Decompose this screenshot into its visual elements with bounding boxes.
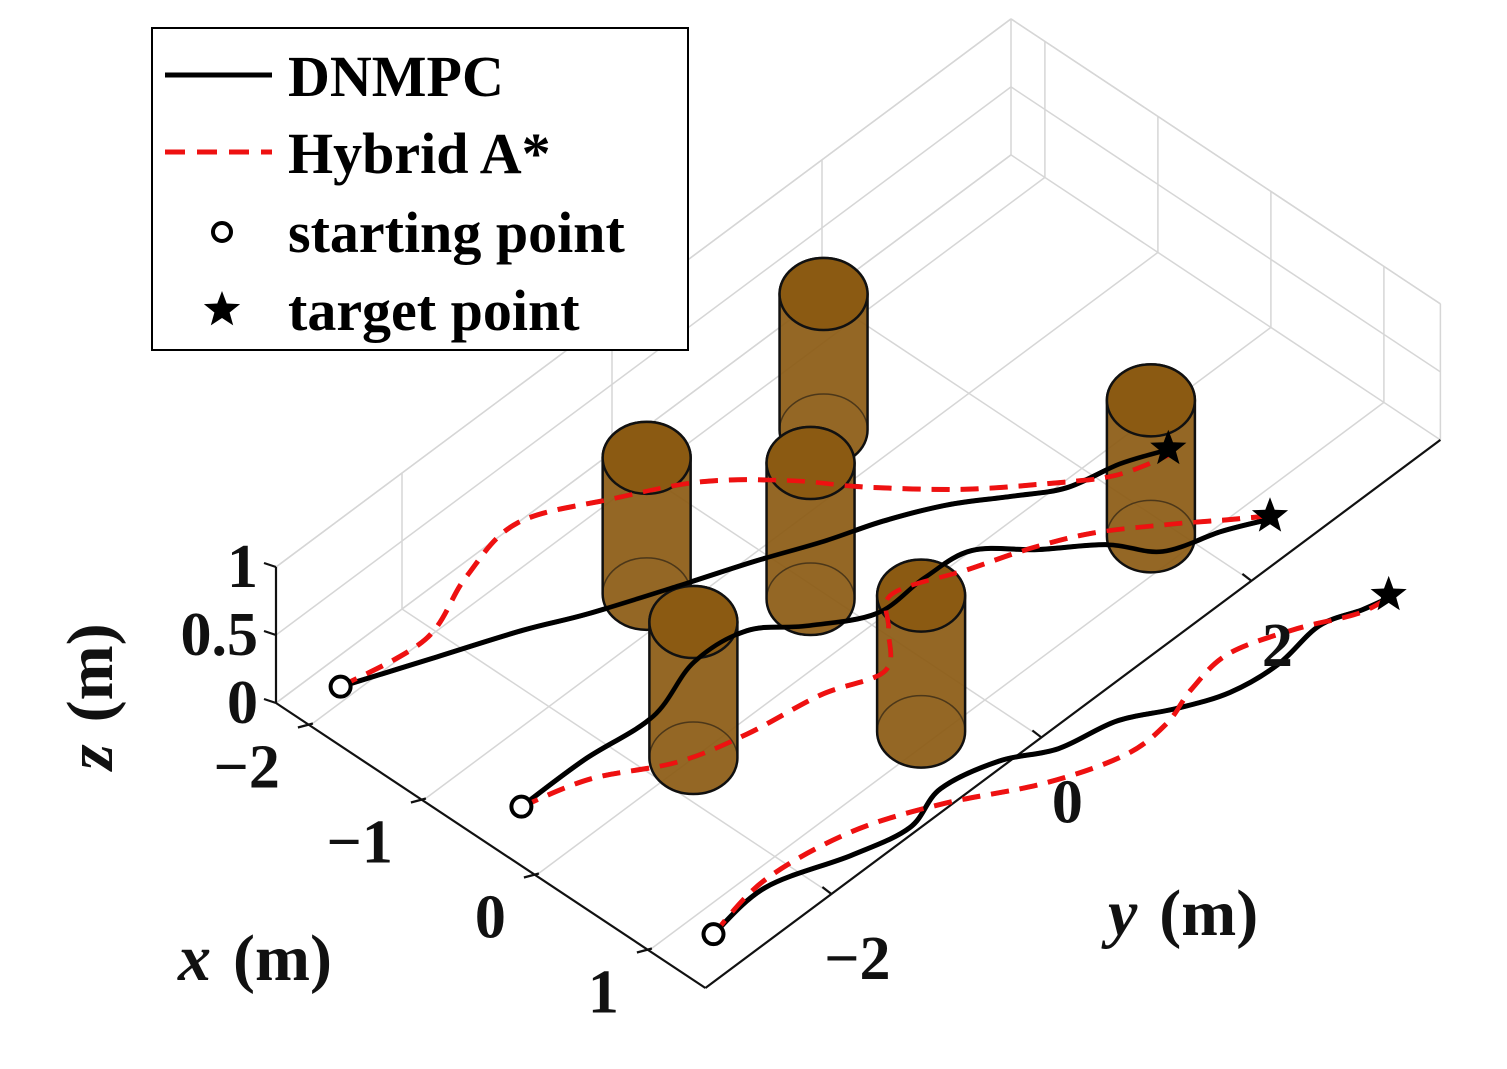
floor-grid-line bbox=[401, 608, 832, 895]
x-tick-label: −2 bbox=[214, 734, 280, 802]
obstacle-top bbox=[648, 584, 739, 660]
starting-point-marker bbox=[509, 794, 534, 819]
target-point-marker bbox=[1251, 497, 1289, 532]
x-tick-mark bbox=[410, 797, 427, 804]
obstacle-top bbox=[1105, 363, 1197, 438]
starting-point-marker bbox=[328, 674, 353, 699]
x-tick-mark bbox=[297, 722, 314, 729]
x-tick-label: 1 bbox=[588, 959, 619, 1027]
legend: DNMPC Hybrid A* starting point target po… bbox=[151, 27, 689, 351]
obstacle-top bbox=[778, 256, 869, 332]
dnmpc-trajectory-overlay bbox=[339, 448, 1167, 689]
obstacle-top bbox=[765, 425, 856, 501]
hybrid-astar-trajectory-overlay bbox=[339, 451, 1173, 689]
x-axis-line bbox=[275, 702, 707, 989]
legend-star-marker bbox=[203, 291, 241, 326]
legend-circle-marker bbox=[211, 221, 233, 243]
z-axis-label: z (m) bbox=[54, 623, 127, 772]
hybrid-astar-trajectory-overlay bbox=[520, 513, 1276, 809]
y-axis-unit: (m) bbox=[1159, 877, 1258, 950]
obstacle-3 bbox=[601, 420, 692, 632]
target-point-marker bbox=[1150, 429, 1187, 465]
legend-label-start: starting point bbox=[288, 200, 625, 265]
z-axis-var: z bbox=[54, 744, 127, 772]
y-tick-mark bbox=[1031, 729, 1043, 739]
z-axis-unit: (m) bbox=[54, 623, 127, 722]
dnmpc-trajectory-overlay bbox=[711, 595, 1390, 936]
obstacle-group bbox=[601, 256, 1197, 796]
y-tick-label: −2 bbox=[824, 925, 890, 993]
legend-label-target: target point bbox=[288, 278, 580, 343]
obstacle-5 bbox=[778, 256, 869, 468]
obstacle-top bbox=[601, 420, 692, 496]
y-axis-label: y (m) bbox=[1101, 877, 1258, 950]
side-wall-grid-line bbox=[1010, 154, 1441, 441]
x-axis-var: x bbox=[177, 922, 211, 995]
y-tick-label: 0 bbox=[1052, 768, 1083, 836]
obstacle-1 bbox=[648, 584, 739, 796]
obstacle-bottom-rim bbox=[648, 721, 739, 795]
legend-box bbox=[151, 27, 689, 351]
obstacle-4 bbox=[765, 425, 856, 637]
y-axis-var: y bbox=[1101, 877, 1138, 950]
starting-point-marker bbox=[701, 922, 726, 947]
z-tick-mark bbox=[263, 697, 277, 705]
z-tick-label: 1 bbox=[227, 533, 258, 601]
scene-layer bbox=[328, 256, 1407, 947]
obstacle-6 bbox=[1105, 363, 1197, 574]
y-tick-mark bbox=[821, 886, 833, 895]
x-tick-label: −1 bbox=[327, 809, 393, 877]
x-tick-label: 0 bbox=[475, 884, 506, 952]
y-tick-mark bbox=[1241, 572, 1253, 582]
hybrid-astar-trajectory-overlay bbox=[711, 595, 1390, 936]
x-tick-mark bbox=[523, 872, 540, 879]
target-point-marker bbox=[1370, 575, 1407, 611]
z-tick-mark bbox=[263, 629, 277, 637]
floor-grid-line bbox=[648, 401, 1385, 952]
obstacle-bottom-rim bbox=[876, 694, 966, 769]
tick-labels: −2 −1 0 1 −2 0 2 0 0.5 1 bbox=[181, 533, 1293, 1027]
side-wall-grid-line bbox=[1010, 86, 1441, 373]
axes-layer bbox=[263, 439, 1442, 989]
back-wall-grid-line bbox=[275, 86, 1012, 636]
z-tick-label: 0 bbox=[227, 669, 258, 737]
x-tick-mark bbox=[636, 947, 653, 954]
legend-label-hybrid: Hybrid A* bbox=[288, 121, 551, 186]
z-tick-label: 0.5 bbox=[181, 601, 259, 669]
x-axis-unit: (m) bbox=[233, 922, 332, 995]
z-tick-mark bbox=[263, 561, 277, 569]
dnmpc-trajectory-overlay bbox=[520, 517, 1271, 809]
obstacle-bottom-rim bbox=[1106, 499, 1196, 574]
y-tick-label: 2 bbox=[1262, 612, 1293, 680]
legend-label-dnmpc: DNMPC bbox=[288, 44, 504, 109]
obstacle-bottom-rim bbox=[765, 562, 856, 636]
x-axis-label: x (m) bbox=[177, 922, 332, 995]
trajectory-overlay bbox=[328, 429, 1407, 947]
y-axis-line bbox=[704, 439, 1442, 989]
wall-edge bbox=[1010, 18, 1441, 305]
obstacle-2 bbox=[875, 558, 967, 769]
